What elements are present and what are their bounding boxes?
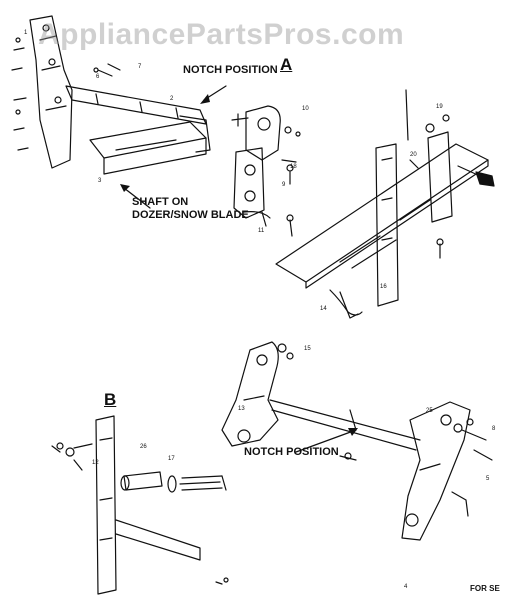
upper-right-bolt [286, 214, 294, 237]
part-number: 3 [98, 178, 102, 184]
part-number: 9 [282, 182, 286, 188]
part-number: 8 [492, 426, 496, 432]
part-number: 18 [290, 164, 297, 170]
upper-right-plate-assembly [275, 89, 495, 319]
part-number: 4 [404, 584, 408, 590]
upper-left-bracket-assembly [11, 15, 211, 175]
watermark-text: AppliancePartsPros.com [38, 18, 405, 51]
leader-line-shaft [123, 187, 151, 209]
shaft-label-line2: DOZER/SNOW BLADE [132, 209, 249, 221]
part-number: 7 [138, 64, 142, 70]
part-number: 11 [258, 228, 265, 234]
upper-middle-pivot-bracket [231, 105, 301, 227]
arrowhead-notch-bottom [348, 428, 358, 436]
part-number: 19 [436, 104, 443, 110]
lower-left-b-assembly [51, 415, 229, 595]
part-number: 5 [486, 476, 490, 482]
part-number: 6 [96, 74, 100, 80]
part-number: 14 [320, 306, 327, 312]
arrowhead-shaft [120, 184, 130, 192]
part-number: 17 [168, 456, 175, 462]
notch-position-label-bottom: NOTCH POSITION [244, 446, 339, 458]
section-b-label: B [104, 390, 117, 409]
part-number: 15 [304, 346, 311, 352]
leader-line-notch-bottom [295, 429, 357, 453]
part-number: 1 [24, 30, 28, 36]
part-number: 10 [302, 106, 309, 112]
section-a-label: A [280, 55, 293, 74]
part-number: 12 [92, 460, 99, 466]
part-number: 20 [410, 152, 417, 158]
part-number: 26 [140, 444, 147, 450]
arrowhead-notch-top [200, 94, 210, 104]
part-number: 13 [238, 406, 245, 412]
shaft-label-line1: SHAFT ON [132, 196, 189, 208]
footer-text: FOR SE [470, 584, 500, 593]
part-number: 16 [380, 284, 387, 290]
part-number: 2 [170, 96, 174, 102]
lower-right-pivot-arm [401, 401, 493, 541]
notch-position-label-top: NOTCH POSITION [183, 64, 278, 76]
part-number: 25 [426, 408, 433, 414]
lower-middle-pivot-lever [221, 341, 421, 461]
